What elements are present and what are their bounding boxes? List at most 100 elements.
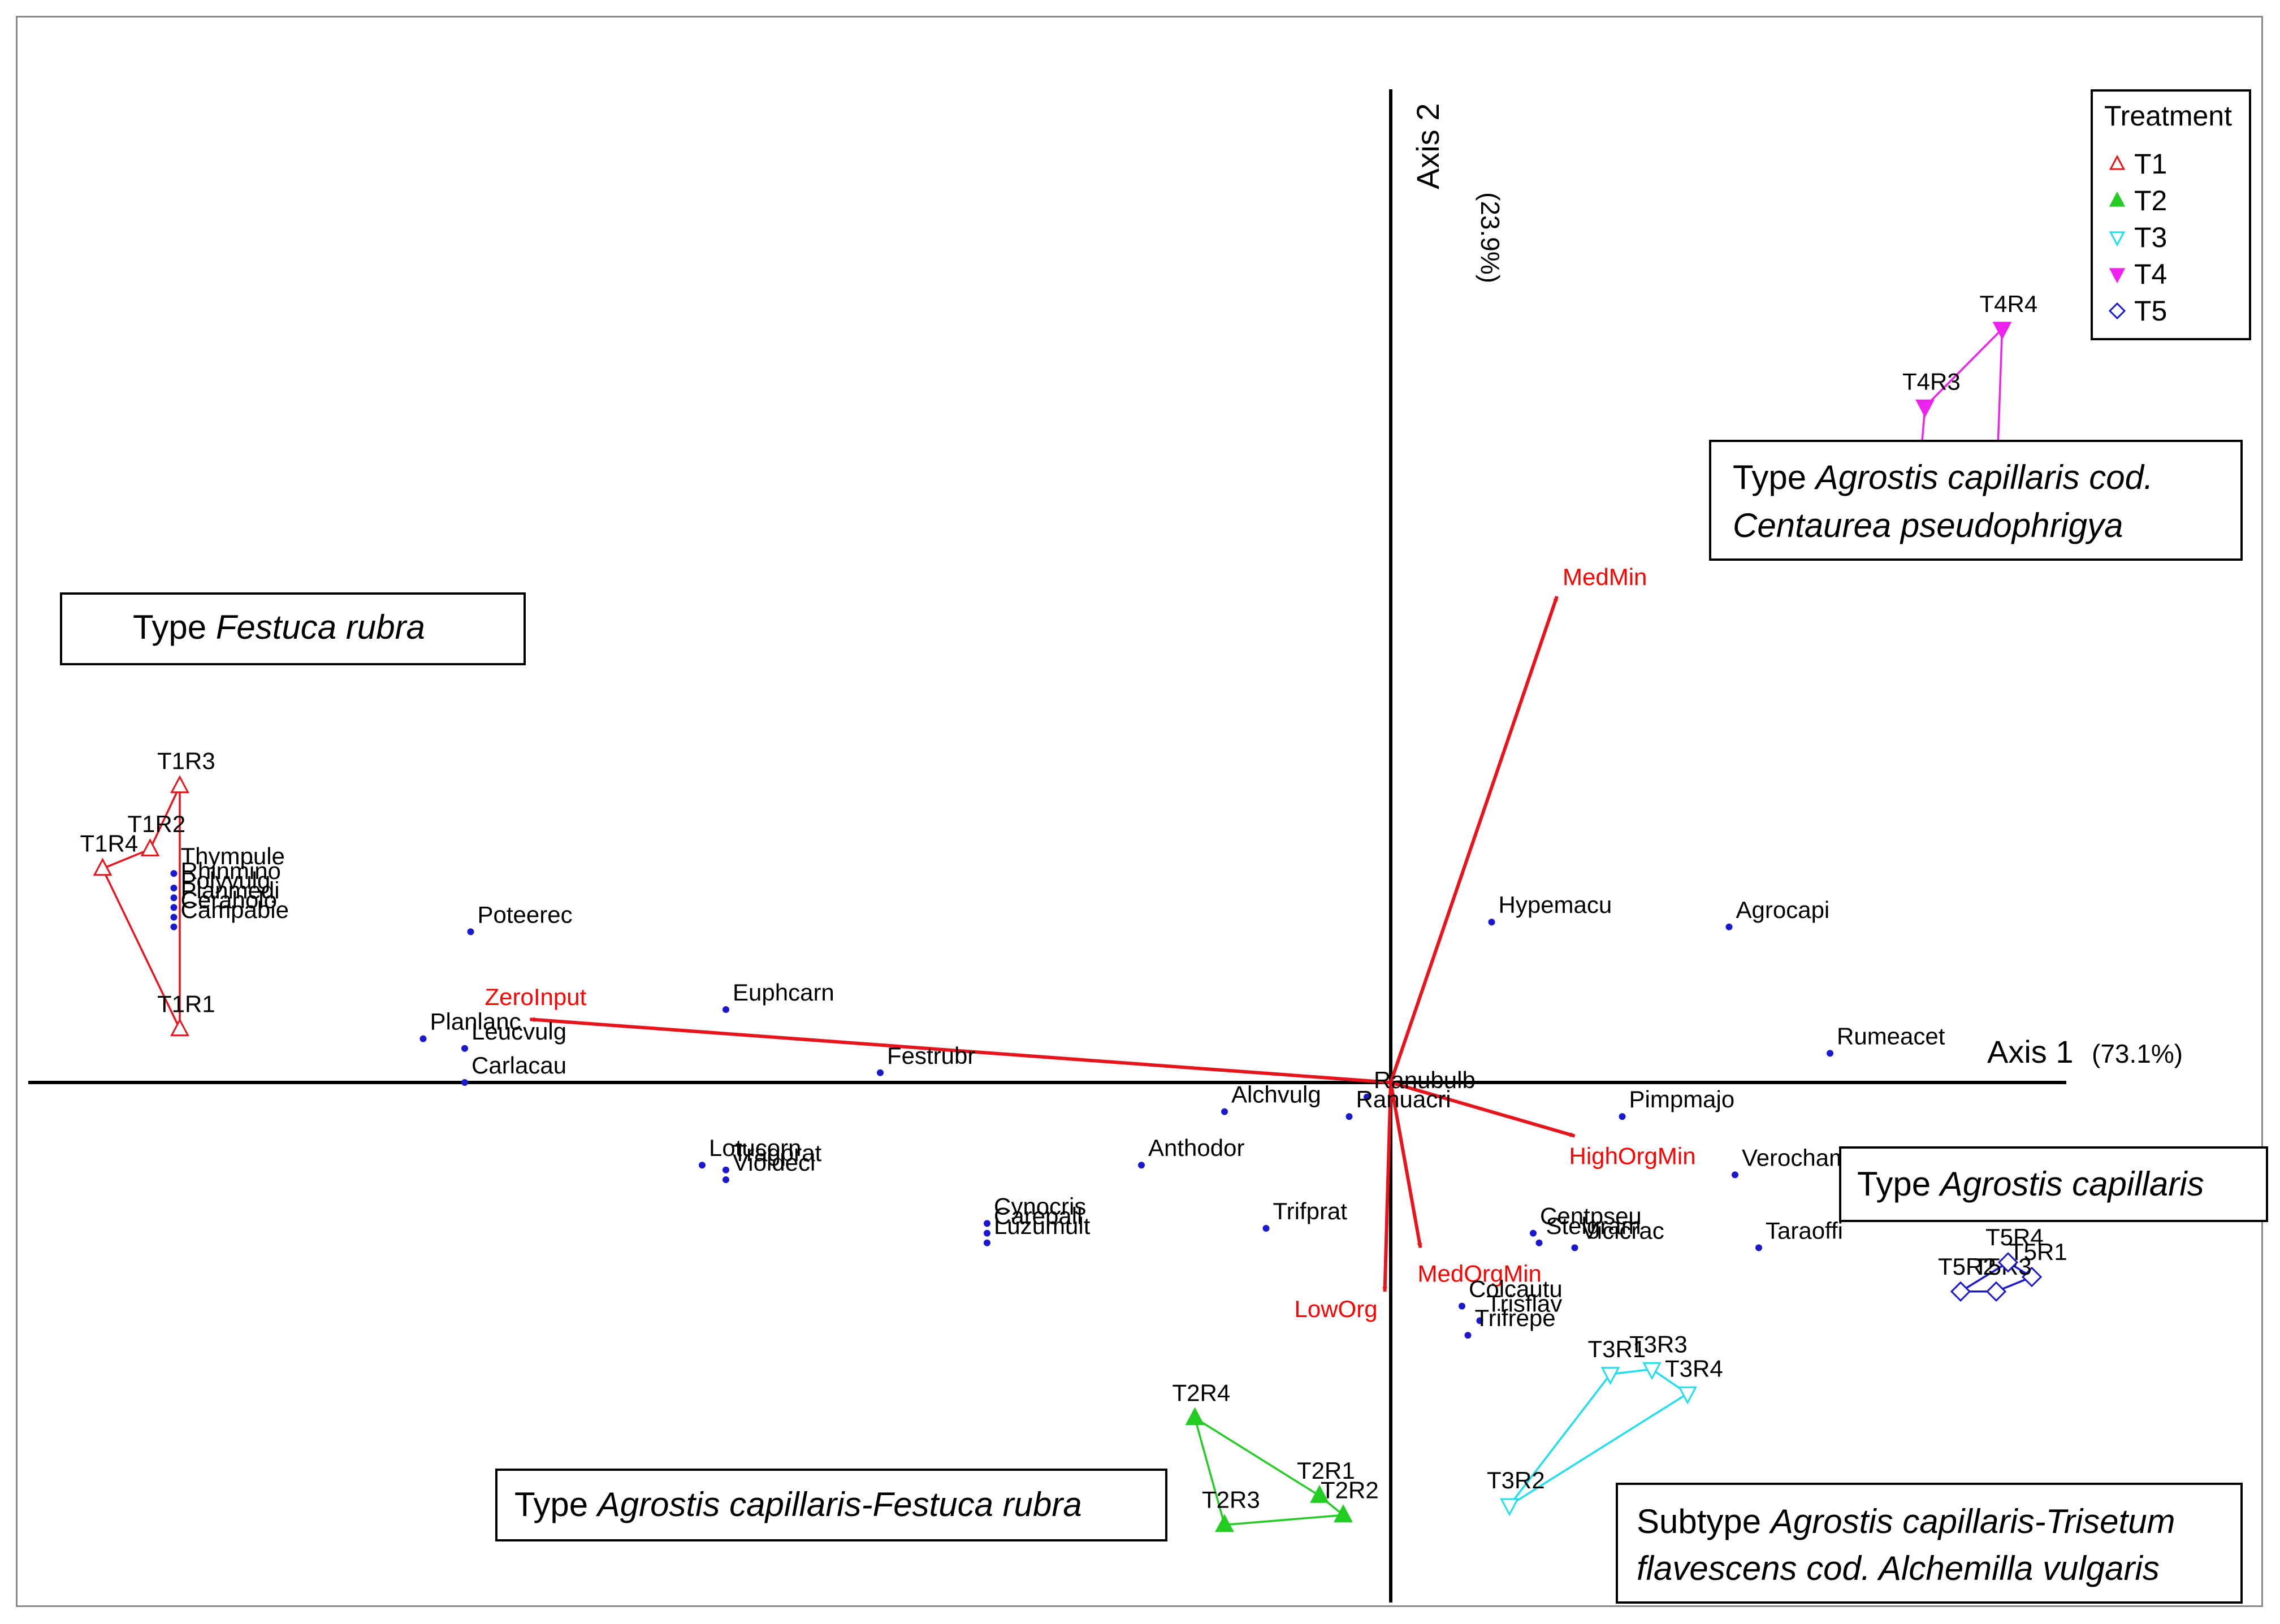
svg-text:Type Agrostis capillaris: Type Agrostis capillaris — [1857, 1165, 2204, 1203]
species-label: Anthodor — [1148, 1134, 1244, 1161]
plot-marker — [1992, 322, 2012, 340]
svg-text:flavescens cod. Alchemilla vul: flavescens cod. Alchemilla vulgaris — [1637, 1549, 2160, 1587]
plot-points: T1R1T1R2T1R3T1R4T2R1T2R2T2R3T2R4T3R1T3R2… — [80, 291, 2067, 1532]
species-label: Cynocris — [994, 1193, 1086, 1219]
legend-marker-T4 — [2109, 268, 2126, 284]
species-point — [1488, 919, 1495, 926]
plot-marker — [1334, 1504, 1353, 1523]
vector-label: ZeroInput — [485, 984, 587, 1010]
species-point — [1221, 1108, 1228, 1115]
plot-label: T1R4 — [80, 830, 139, 857]
species-label: Carlacau — [471, 1052, 566, 1079]
type-box-subtype-trisetum: Subtype Agrostis capillaris-Trisetum fla… — [1616, 1483, 2243, 1604]
legend-label: T1 — [2134, 148, 2167, 180]
plot-marker — [1500, 1498, 1519, 1517]
chart-frame — [16, 16, 2263, 1607]
svg-text:Type Agrostis capillaris cod.: Type Agrostis capillaris cod. — [1733, 458, 2153, 496]
vector-MedOrgMin — [1389, 1082, 1422, 1249]
species-point — [1476, 1317, 1483, 1324]
species-point — [1571, 1244, 1578, 1251]
species-label: Stelgram — [1546, 1212, 1641, 1239]
plot-label: T5R4 — [1985, 1224, 2044, 1250]
species-point — [170, 923, 178, 930]
species-label: Ranuacri — [1356, 1086, 1451, 1112]
species-label: Carepall — [994, 1203, 1082, 1229]
legend-marker-T3 — [2109, 231, 2126, 247]
species-label: Trifprat — [1273, 1198, 1348, 1224]
x-axis-label: Axis 1 — [1987, 1034, 2074, 1069]
plot-marker — [93, 858, 113, 876]
plot-label: T2R2 — [1321, 1476, 1379, 1503]
species-point — [419, 1035, 427, 1042]
plot-label: T1R3 — [157, 747, 215, 774]
legend-marker-T5 — [2108, 302, 2126, 320]
species-label: Polyvulg — [181, 867, 271, 894]
species-label: Taraoffi — [1766, 1217, 1843, 1244]
species-label: Lotucorn — [709, 1134, 801, 1161]
species-label: Violdecl — [733, 1149, 815, 1176]
svg-text:Type Agrostis capillaris-Festu: Type Agrostis capillaris-Festuca rubra — [514, 1486, 1082, 1523]
plot-label: T3R2 — [1487, 1467, 1545, 1493]
species-label: Leucvulg — [471, 1018, 566, 1045]
y-axis-percent: (23.9%) — [1476, 192, 1505, 283]
species-point — [1459, 1302, 1465, 1310]
species-point — [467, 928, 474, 936]
species-label: Luzumult — [994, 1212, 1091, 1239]
plot-marker — [1600, 1367, 1620, 1385]
legend-label: T3 — [2134, 222, 2167, 253]
vector-HighOrgMin — [1390, 1081, 1576, 1138]
vector-label: LowOrg — [1295, 1296, 1378, 1322]
species-point — [1755, 1244, 1762, 1251]
plot-label: T5R2 — [1938, 1253, 1996, 1280]
plot-marker — [1678, 1386, 1697, 1405]
species-label: Ceraholo — [181, 887, 277, 913]
legend-label: T5 — [2134, 295, 2167, 327]
species-point — [984, 1229, 990, 1237]
plot-marker — [170, 1018, 189, 1037]
species-label: Thympule — [181, 843, 285, 869]
species-point — [1535, 1239, 1543, 1246]
species-label: Verocham — [1742, 1144, 1849, 1171]
species-label: Festrubr — [887, 1042, 975, 1069]
species-point — [1464, 1332, 1472, 1339]
species-label: Agrocapi — [1736, 897, 1830, 923]
species-point — [722, 1006, 729, 1013]
type-box-festuca: Type Festuca rubra — [60, 592, 526, 665]
species-label: Ranubulb — [1374, 1067, 1476, 1093]
species-point — [984, 1220, 990, 1227]
species-label: Vicicrac — [1582, 1217, 1664, 1244]
species-point — [170, 913, 178, 921]
species-point — [170, 904, 178, 911]
species-point — [461, 1045, 468, 1052]
plot-marker — [1215, 1514, 1234, 1532]
plot-marker — [170, 775, 189, 794]
plot-label: T3R4 — [1665, 1355, 1723, 1382]
plot-marker — [1950, 1281, 1971, 1302]
species-point — [170, 885, 178, 891]
species-label: Planlanc — [430, 1008, 521, 1035]
legend-marker-T1 — [2109, 154, 2126, 170]
vector-ZeroInput — [529, 1017, 1391, 1084]
vector-LowOrg — [1382, 1082, 1392, 1292]
plot-label: T2R3 — [1202, 1487, 1260, 1513]
species-label: Pimpmajo — [1629, 1086, 1735, 1112]
plot-label: T1R2 — [128, 811, 186, 837]
species-point — [722, 1176, 729, 1183]
species-label: Trifrepe — [1475, 1305, 1556, 1331]
species-point — [1262, 1225, 1270, 1232]
species-label: Rhinmino — [181, 858, 281, 884]
plot-label: T4R4 — [1980, 291, 2038, 317]
plot-marker — [1310, 1484, 1329, 1503]
species-label: Poteerec — [478, 901, 573, 928]
type-box-agrostis-centaurea: Type Agrostis capillaris cod. Centaurea … — [1709, 440, 2243, 561]
plot-marker — [140, 838, 160, 856]
svg-text:Subtype Agrostis capillaris-Tr: Subtype Agrostis capillaris-Trisetum — [1637, 1502, 2175, 1540]
plot-marker — [1185, 1407, 1205, 1426]
species-label: Rumeacet — [1837, 1023, 1945, 1049]
species-point — [1364, 1093, 1370, 1101]
plot-label: T2R4 — [1173, 1379, 1231, 1406]
species-point — [984, 1239, 990, 1246]
legend-label: T4 — [2134, 258, 2167, 290]
